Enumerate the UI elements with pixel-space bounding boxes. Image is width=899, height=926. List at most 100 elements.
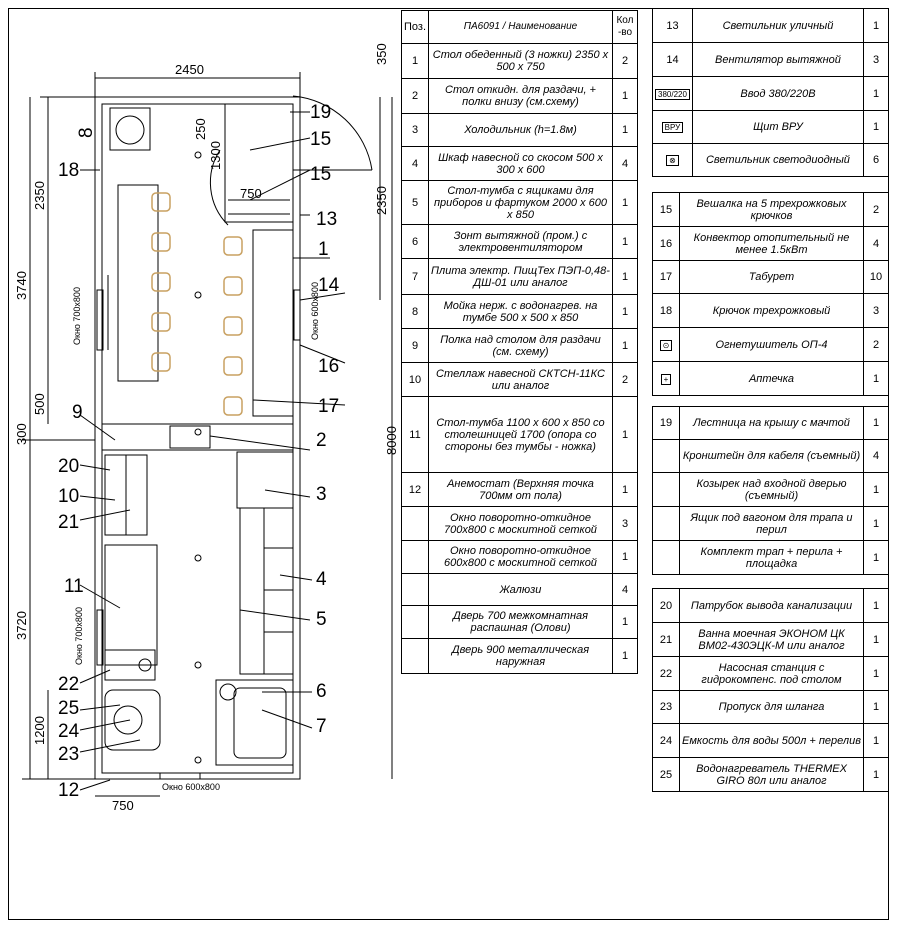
name-cell: Холодильник (h=1.8м)	[428, 113, 613, 147]
callout-3: 3	[316, 484, 327, 505]
name-cell: Конвектор отопительный не менее 1.5кВт	[679, 226, 864, 261]
name-cell: Полка над столом для раздачи (см. схему)	[428, 328, 613, 363]
name-cell: Стол обеденный (3 ножки) 2350 х 500 х 75…	[428, 43, 613, 79]
qty-cell: 1	[612, 396, 638, 473]
name-cell: Дверь 700 межкомнатная распашная (Олови)	[428, 605, 613, 639]
name-cell: Козырек над входной дверью (съемный)	[679, 472, 864, 507]
sink-22	[104, 649, 156, 681]
name-cell: Крючок трехрожковый	[679, 293, 864, 328]
callout-2: 2	[316, 430, 327, 451]
table-1	[252, 229, 294, 417]
name-cell: Стол откидн. для раздачи, + полки внизу …	[428, 78, 613, 114]
qty-cell: 4	[863, 226, 889, 261]
pos-cell	[652, 472, 680, 507]
tank-24	[104, 689, 161, 751]
name-cell: Плита электр. ПищТех ПЭП-0,48-ДШ-01 или …	[428, 258, 613, 295]
symbol-icon: ВРУ	[661, 122, 684, 133]
dim-8000: 8000	[384, 426, 399, 455]
table-row: Дверь 700 межкомнатная распашная (Олови)…	[401, 605, 638, 639]
callout-24: 24	[58, 721, 80, 742]
callout-10: 10	[58, 486, 79, 507]
cabinets-4	[263, 507, 294, 675]
pos-cell: 21	[652, 622, 680, 657]
qty-cell: 1	[612, 180, 638, 225]
name-cell: Огнетушитель ОП-4	[679, 327, 864, 362]
pos-cell: 2	[401, 78, 429, 114]
qty-cell: 1	[612, 294, 638, 329]
col-header-name: ПА6091 / Наименование	[428, 10, 613, 44]
dim-1300: 1300	[208, 141, 223, 170]
dim-300: 300	[14, 423, 29, 445]
qty-cell: 2	[612, 43, 638, 79]
table-row: Козырек над входной дверью (съемный)1	[652, 472, 889, 507]
name-cell: Вентилятор вытяжной	[691, 42, 865, 77]
callout-9: 9	[72, 402, 83, 423]
window-label: Окно 600х800	[162, 782, 220, 792]
qty-cell: 1	[863, 361, 889, 396]
name-cell: Водонагреватель THERMEX GIRO 80л или ана…	[679, 757, 864, 792]
pos-cell	[401, 605, 429, 639]
door-arc-inner	[209, 149, 229, 226]
qty-cell: 3	[863, 293, 889, 328]
counter-2	[169, 425, 211, 449]
name-cell: Ввод 380/220В	[691, 76, 865, 111]
outer-wall	[94, 96, 301, 780]
callout-5: 5	[316, 609, 327, 630]
callout-15a: 15	[310, 129, 331, 150]
pos-cell	[401, 506, 429, 541]
name-cell: Комплект трап + перила + площадка	[679, 540, 864, 575]
dim-2350-right: 2350	[374, 186, 389, 215]
name-cell: Вешалка на 5 трехрожковых крючков	[679, 192, 864, 227]
name-cell: Стол-тумба 1100 х 600 х 850 со столешниц…	[428, 396, 613, 473]
qty-cell: 1	[863, 588, 889, 623]
qty-cell: 1	[612, 113, 638, 147]
pos-cell: 5	[401, 180, 429, 225]
pos-cell: 4	[401, 146, 429, 181]
name-cell: Патрубок вывода канализации	[679, 588, 864, 623]
callout-6: 6	[316, 681, 327, 702]
dim-250: 250	[193, 118, 208, 140]
qty-cell: 4	[863, 439, 889, 473]
pos-cell: 22	[652, 656, 680, 691]
window-label: Окно 600х800	[310, 282, 320, 340]
callout-12: 12	[58, 780, 79, 801]
pos-cell: 17	[652, 260, 680, 294]
name-cell: Окно поворотно-откидное 600х800 с москит…	[428, 540, 613, 574]
dim-top: 2450	[175, 62, 204, 77]
pos-cell: 380/220	[652, 76, 693, 111]
heater-25	[113, 705, 143, 735]
qty-cell: 1	[612, 258, 638, 295]
window-label: Окно 700х800	[72, 287, 82, 345]
pos-cell: 13	[652, 8, 693, 43]
pos-cell: ⊗	[652, 143, 693, 177]
symbol-icon: ⊗	[666, 155, 679, 166]
table-left	[117, 184, 159, 382]
symbol-icon: ⊙	[659, 339, 673, 351]
name-cell: Емкость для воды 500л + перелив	[679, 723, 864, 758]
callout-13: 13	[316, 209, 337, 230]
table-row: Окно поворотно-откидное 600х800 с москит…	[401, 540, 638, 574]
dim-1200: 1200	[32, 716, 47, 745]
pos-cell: 14	[652, 42, 693, 77]
floor-plan: 2450 350 2350 3740 500 300 3720 1200 235…	[14, 43, 399, 813]
